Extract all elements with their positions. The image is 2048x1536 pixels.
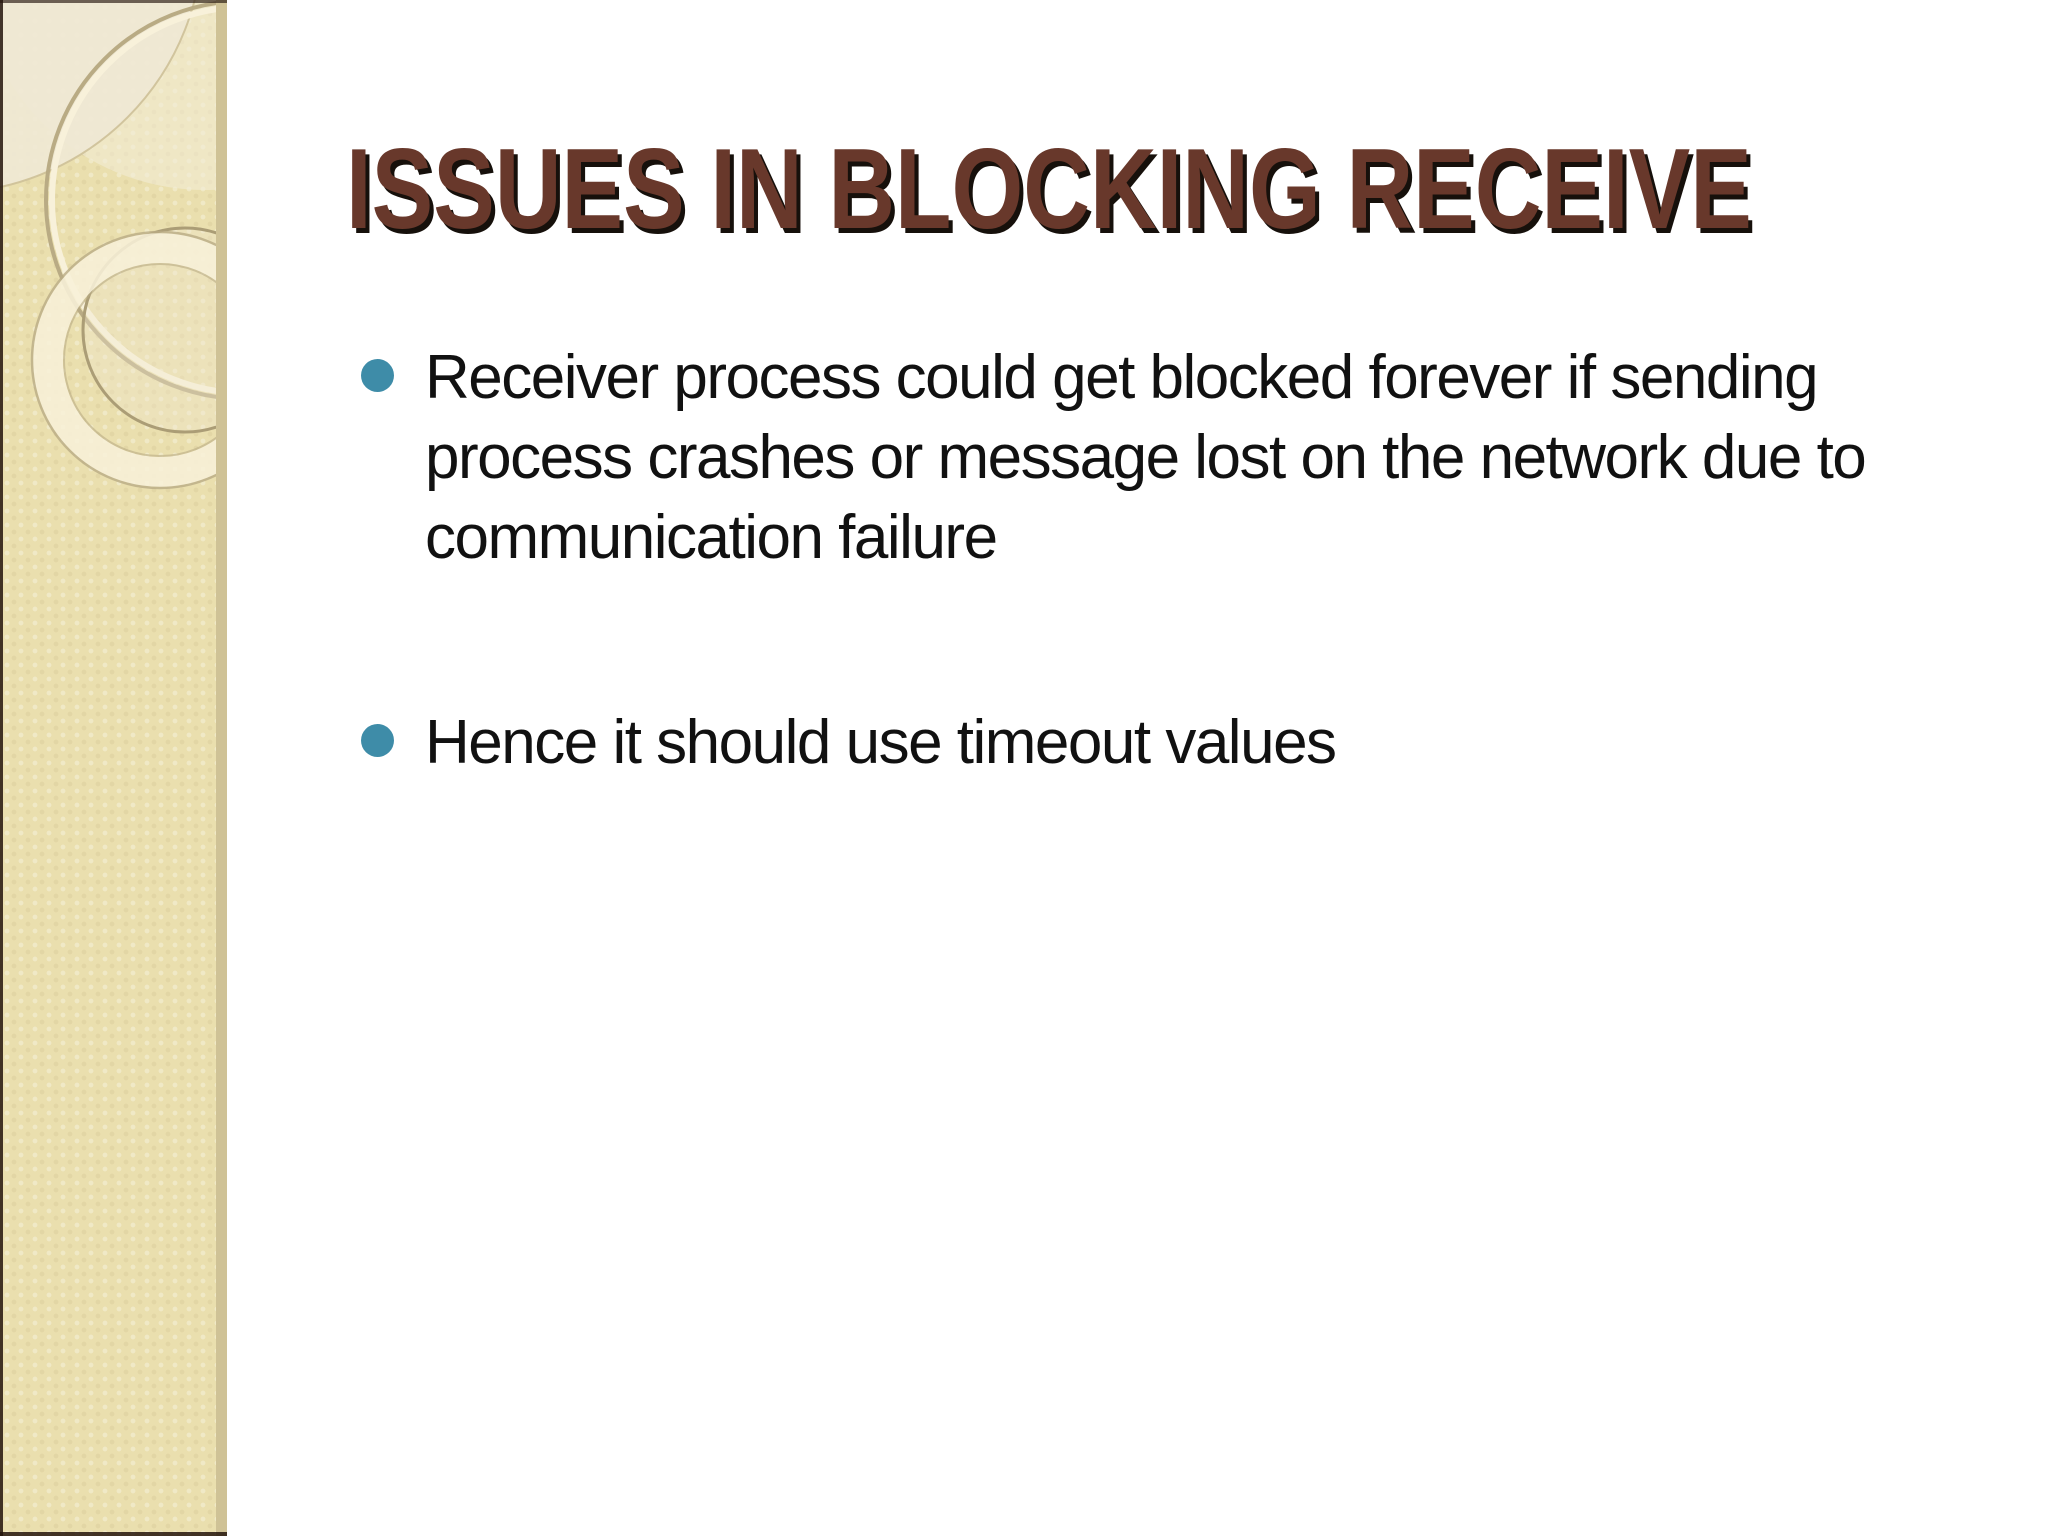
- bullet-line: Receiver process could get blocked forev…: [425, 343, 1819, 412]
- sidebar-circles-graphic: [0, 0, 216, 490]
- slide-edge-left: [0, 0, 3, 1536]
- slide-title: ISSUES IN BLOCKING RECEIVE: [346, 126, 1752, 253]
- bullet-text: Receiver process could get blocked forev…: [425, 338, 1867, 578]
- bullet-line: communication failure: [425, 503, 998, 572]
- bullet-icon: [361, 359, 394, 392]
- bullet-item: Receiver process could get blocked forev…: [361, 338, 2001, 578]
- slide-edge-bottom: [0, 1532, 227, 1536]
- bullet-line: Hence it should use timeout values: [425, 708, 1337, 777]
- sidebar-edge-strip: [216, 0, 227, 1536]
- bullet-line: process crashes or message lost on the n…: [425, 423, 1867, 492]
- bullet-text: Hence it should use timeout values: [425, 703, 1337, 783]
- sidebar-decoration: [0, 0, 227, 1536]
- bullet-item: Hence it should use timeout values: [361, 703, 2001, 783]
- bullet-icon: [361, 724, 394, 757]
- slide-edge-top: [0, 0, 227, 3]
